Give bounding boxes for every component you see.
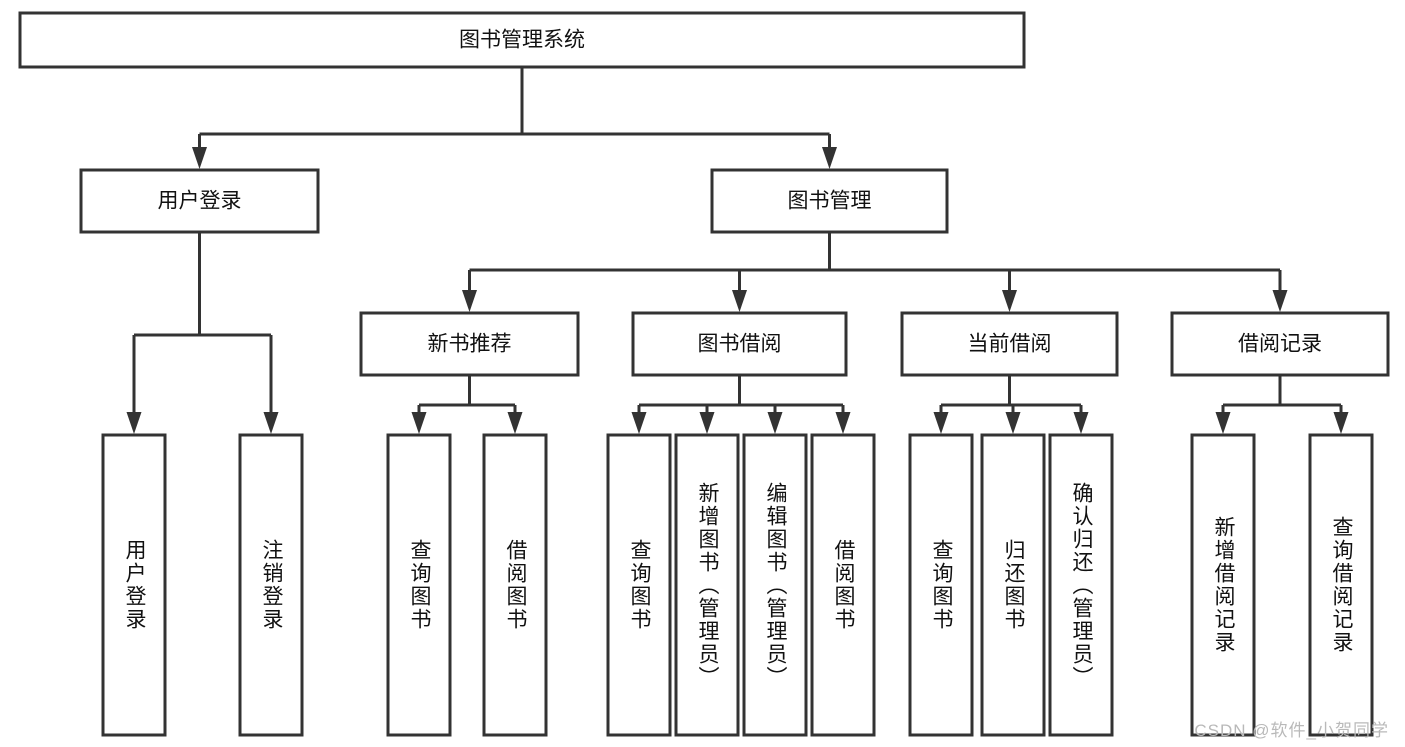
node-box[interactable] xyxy=(1170,311,1390,377)
node-box[interactable] xyxy=(386,433,452,737)
node-leaf-cb-query-book[interactable] xyxy=(908,433,974,737)
arrow-head-icon xyxy=(835,412,851,434)
node-label: 图书管理 xyxy=(788,190,872,213)
node-leaf-user-logout[interactable] xyxy=(238,433,304,737)
edge-group-book-manage xyxy=(462,232,1288,312)
arrow-head-icon xyxy=(822,147,837,169)
node-box[interactable] xyxy=(810,433,876,737)
node-box[interactable] xyxy=(359,311,580,377)
node-leaf-user-login[interactable] xyxy=(101,433,167,737)
edge-group-current-borrow xyxy=(933,375,1089,434)
node-leaf-cb-return-book[interactable] xyxy=(980,433,1046,737)
node-box[interactable] xyxy=(1048,433,1114,737)
node-label: 借阅记录 xyxy=(1238,333,1322,356)
node-label: 当前借阅 xyxy=(968,333,1052,356)
arrow-head-icon xyxy=(1333,412,1349,434)
node-leaf-cb-confirm-return[interactable] xyxy=(1048,433,1114,737)
node-box[interactable] xyxy=(79,168,320,234)
edge-group-user-login xyxy=(126,232,279,434)
node-leaf-rec-borrow-book[interactable] xyxy=(482,433,548,737)
node-user-login[interactable]: 用户登录 xyxy=(79,168,320,234)
arrow-head-icon xyxy=(699,412,715,434)
arrow-head-icon xyxy=(507,412,523,434)
node-box[interactable] xyxy=(606,433,672,737)
node-box[interactable] xyxy=(1308,433,1374,737)
arrow-head-icon xyxy=(462,290,477,312)
node-leaf-br-query-record[interactable] xyxy=(1308,433,1374,737)
node-current-borrow[interactable]: 当前借阅 xyxy=(900,311,1119,377)
edge-group-new-book-recommend xyxy=(411,375,523,434)
node-box[interactable] xyxy=(742,433,808,737)
node-box[interactable] xyxy=(482,433,548,737)
arrow-head-icon xyxy=(1002,290,1017,312)
node-leaf-bb-edit-book[interactable] xyxy=(742,433,808,737)
arrow-head-icon xyxy=(263,412,279,434)
node-label: 用户登录 xyxy=(158,190,242,213)
arrow-head-icon xyxy=(1005,412,1021,434)
node-box[interactable] xyxy=(980,433,1046,737)
node-label: 图书管理系统 xyxy=(459,29,585,52)
edge-group-borrow-record xyxy=(1215,375,1349,434)
node-root[interactable]: 图书管理系统 xyxy=(18,11,1026,69)
node-box[interactable] xyxy=(101,433,167,737)
node-borrow-record[interactable]: 借阅记录 xyxy=(1170,311,1390,377)
node-label: 图书借阅 xyxy=(698,333,782,356)
node-book-borrow[interactable]: 图书借阅 xyxy=(631,311,848,377)
node-box[interactable] xyxy=(1190,433,1256,737)
arrow-head-icon xyxy=(1073,412,1089,434)
edge-group-root xyxy=(192,67,837,169)
node-box[interactable] xyxy=(674,433,740,737)
node-leaf-rec-query-book[interactable] xyxy=(386,433,452,737)
watermark-text: CSDN @软件_小贺同学 xyxy=(1194,721,1389,740)
node-box[interactable] xyxy=(908,433,974,737)
node-leaf-br-add-record[interactable] xyxy=(1190,433,1256,737)
arrow-head-icon xyxy=(411,412,427,434)
arrow-head-icon xyxy=(126,412,142,434)
node-box[interactable] xyxy=(18,11,1026,69)
arrow-head-icon xyxy=(1272,290,1288,312)
node-box[interactable] xyxy=(631,311,848,377)
node-box[interactable] xyxy=(900,311,1119,377)
arrow-head-icon xyxy=(767,412,783,434)
node-leaf-bb-add-book[interactable] xyxy=(674,433,740,737)
edges-layer xyxy=(126,67,1349,434)
node-box[interactable] xyxy=(710,168,949,234)
arrow-head-icon xyxy=(933,412,949,434)
node-new-book-recommend[interactable]: 新书推荐 xyxy=(359,311,580,377)
arrow-head-icon xyxy=(192,147,207,169)
node-leaf-bb-borrow-book[interactable] xyxy=(810,433,876,737)
node-book-manage[interactable]: 图书管理 xyxy=(710,168,949,234)
node-box[interactable] xyxy=(238,433,304,737)
arrow-head-icon xyxy=(732,290,747,312)
node-leaf-bb-query-book[interactable] xyxy=(606,433,672,737)
arrow-head-icon xyxy=(1215,412,1231,434)
edge-group-book-borrow xyxy=(631,375,851,434)
node-label: 新书推荐 xyxy=(428,333,512,356)
arrow-head-icon xyxy=(631,412,647,434)
